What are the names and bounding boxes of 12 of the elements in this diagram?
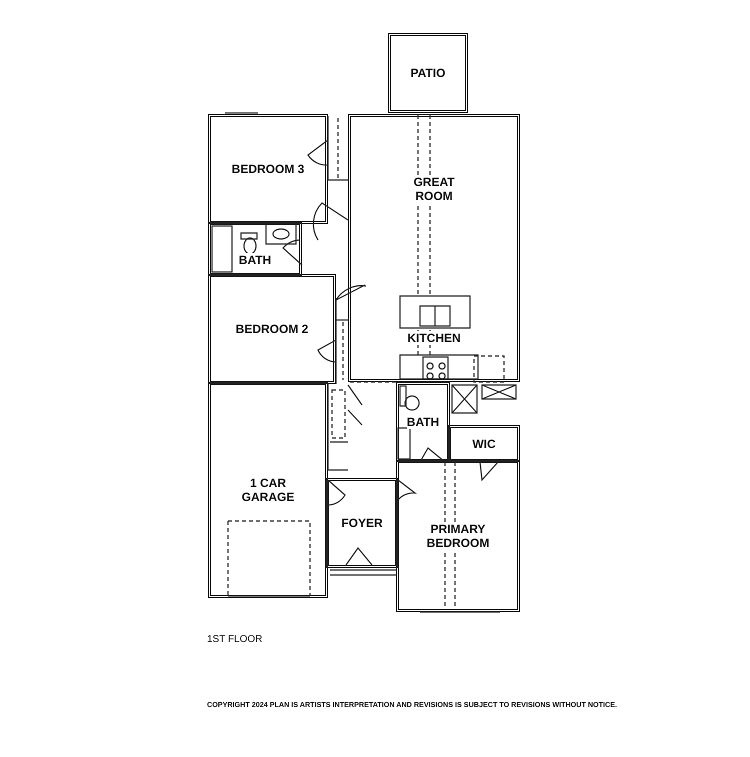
- room: PATIO: [388, 33, 468, 113]
- room: BATH: [208, 222, 302, 276]
- room: GREAT ROOM: [348, 114, 520, 298]
- room: PRIMARY BEDROOM: [396, 460, 520, 612]
- room: WIC: [448, 425, 520, 462]
- room: KITCHEN: [348, 296, 520, 382]
- floor-label: 1ST FLOOR: [207, 634, 264, 645]
- room: 1 CAR GARAGE: [208, 382, 328, 598]
- room: BATH: [396, 382, 450, 462]
- room: BEDROOM 2: [208, 274, 336, 384]
- room: FOYER: [326, 478, 398, 568]
- room: BEDROOM 3: [208, 114, 328, 224]
